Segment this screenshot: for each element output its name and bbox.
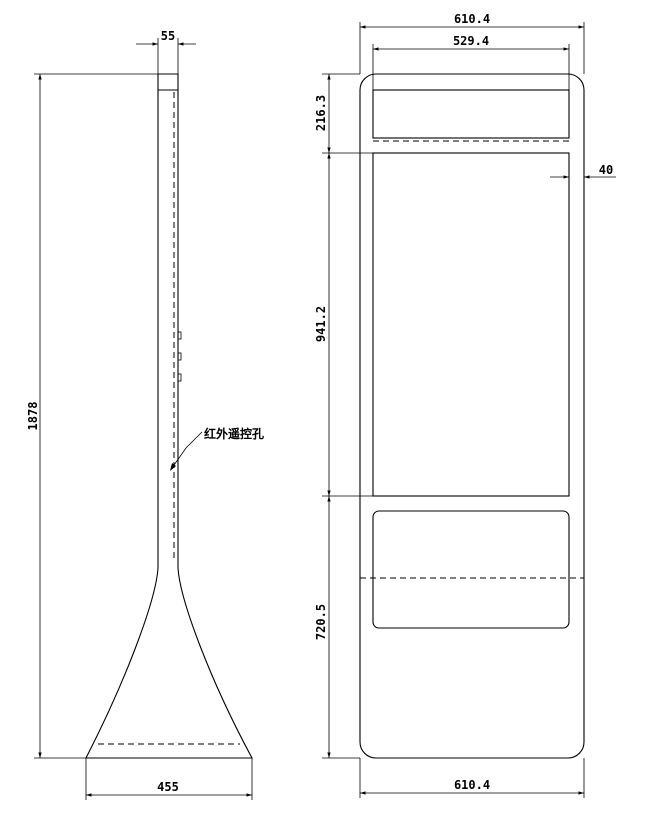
dim-top-width-label: 55 [161,29,175,43]
side-button-2 [177,352,182,361]
side-button-1 [177,331,182,340]
front-body-outline [359,73,585,759]
dim-base-width-label: 455 [157,780,179,794]
dim-side-margin-label: 40 [599,163,613,177]
side-view: 55 1878 455 红外遥控孔 [26,29,264,800]
ir-hole-leader [171,431,203,469]
dim-overall-width-top-label: 610.4 [454,12,490,26]
dim-top-band-label: 216.3 [314,95,328,131]
dim-screen-width-label: 529.4 [453,34,489,48]
dim-height-label: 1878 [26,402,40,431]
ir-hole-label: 红外遥控孔 [204,426,264,441]
front-view: 610.4 529.4 216.3 941.2 720.5 40 610.4 [314,12,616,798]
front-bottom-panel [372,510,570,629]
side-stand-outline [85,73,253,759]
ir-hole-arrowhead [170,463,176,471]
dim-overall-width-bottom-label: 610.4 [454,778,490,792]
dim-bottom-section-label: 720.5 [314,604,328,640]
front-top-band [372,89,570,139]
dim-screen-height-label: 941.2 [314,306,328,342]
side-button-3 [177,373,182,382]
front-screen [372,152,570,497]
